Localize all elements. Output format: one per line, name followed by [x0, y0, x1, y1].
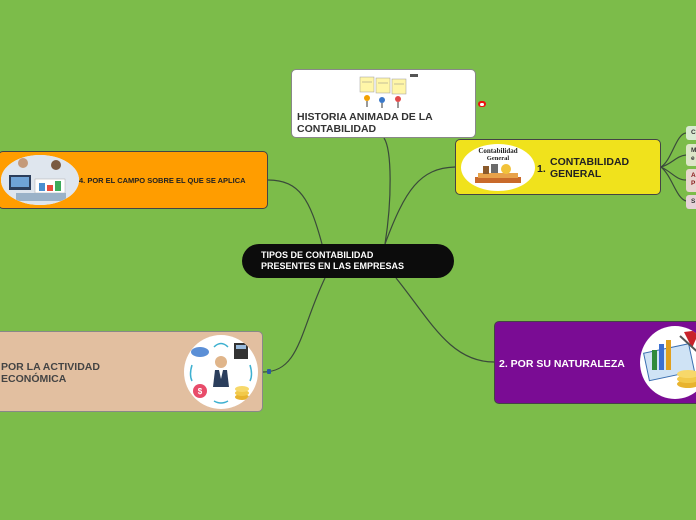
subtopic-chip-1-line1: C [691, 129, 696, 136]
link-naturaleza [395, 277, 495, 363]
subtopic-chip-4[interactable]: S [686, 195, 696, 209]
link-campo [267, 179, 323, 245]
naturaleza-chart-image [640, 326, 696, 399]
historia-line1: HISTORIA ANIMADA DE LA [297, 111, 433, 123]
subtopic-chip-4-line1: S [691, 198, 696, 205]
subtopic-chip-1[interactable]: C [686, 126, 696, 140]
actividad-line1: POR LA ACTIVIDAD [1, 361, 100, 373]
contabilidad-book-image: Contabilidad General [461, 144, 535, 191]
central-topic-line2: PRESENTES EN LAS EMPRESAS [261, 261, 405, 271]
link-sub-4 [660, 166, 687, 202]
central-topic[interactable]: TIPOS DE CONTABILIDAD PRESENTES EN LAS E… [242, 244, 454, 278]
topic-actividad[interactable]: POR LA ACTIVIDAD ECONÓMICA $ [0, 331, 263, 412]
link-marker-icon[interactable] [478, 101, 486, 107]
contabilidad-line2: GENERAL [550, 168, 602, 180]
link-sub-1 [660, 132, 687, 168]
topic-historia[interactable]: HISTORIA ANIMADA DE LA CONTABILIDAD [291, 69, 476, 138]
contabilidad-number: 1. [537, 163, 546, 175]
book-title-1: Contabilidad [478, 147, 517, 155]
historia-line2: CONTABILIDAD [297, 123, 377, 135]
link-contabilidad-general [384, 166, 456, 245]
campo-office-image [1, 155, 79, 205]
central-topic-line1: TIPOS DE CONTABILIDAD [261, 250, 374, 260]
svg-text:$: $ [198, 387, 203, 396]
campo-label: 4. POR EL CAMPO SOBRE EL QUE SE APLICA [79, 176, 246, 185]
naturaleza-label: 2. POR SU NATURALEZA [499, 358, 625, 370]
link-historia [383, 137, 391, 245]
topic-campo[interactable]: 4. POR EL CAMPO SOBRE EL QUE SE APLICA [0, 151, 268, 209]
subtopic-chip-3[interactable]: A P [686, 169, 696, 192]
book-title-2: General [487, 155, 510, 162]
subtopic-chip-3-line1: A [691, 172, 696, 179]
contabilidad-line1: CONTABILIDAD [550, 156, 630, 168]
subtopic-chip-2-line2: e [691, 155, 695, 162]
collapse-toggle-icon[interactable] [267, 369, 271, 374]
subtopic-chip-3-line2: P [691, 180, 696, 187]
link-actividad [262, 277, 326, 373]
subtopic-chip-2-line1: M [691, 147, 696, 154]
link-sub-2 [660, 154, 687, 168]
actividad-cycle-image: $ [184, 335, 258, 409]
subtopic-chip-2[interactable]: M e [686, 144, 696, 166]
topic-naturaleza[interactable]: 2. POR SU NATURALEZA [494, 321, 696, 404]
topic-contabilidad-general[interactable]: Contabilidad General 1. CONTABILIDAD GEN… [455, 139, 661, 195]
link-sub-3 [660, 166, 687, 181]
historia-illustration-icon [359, 74, 418, 108]
actividad-line2: ECONÓMICA [1, 373, 67, 385]
